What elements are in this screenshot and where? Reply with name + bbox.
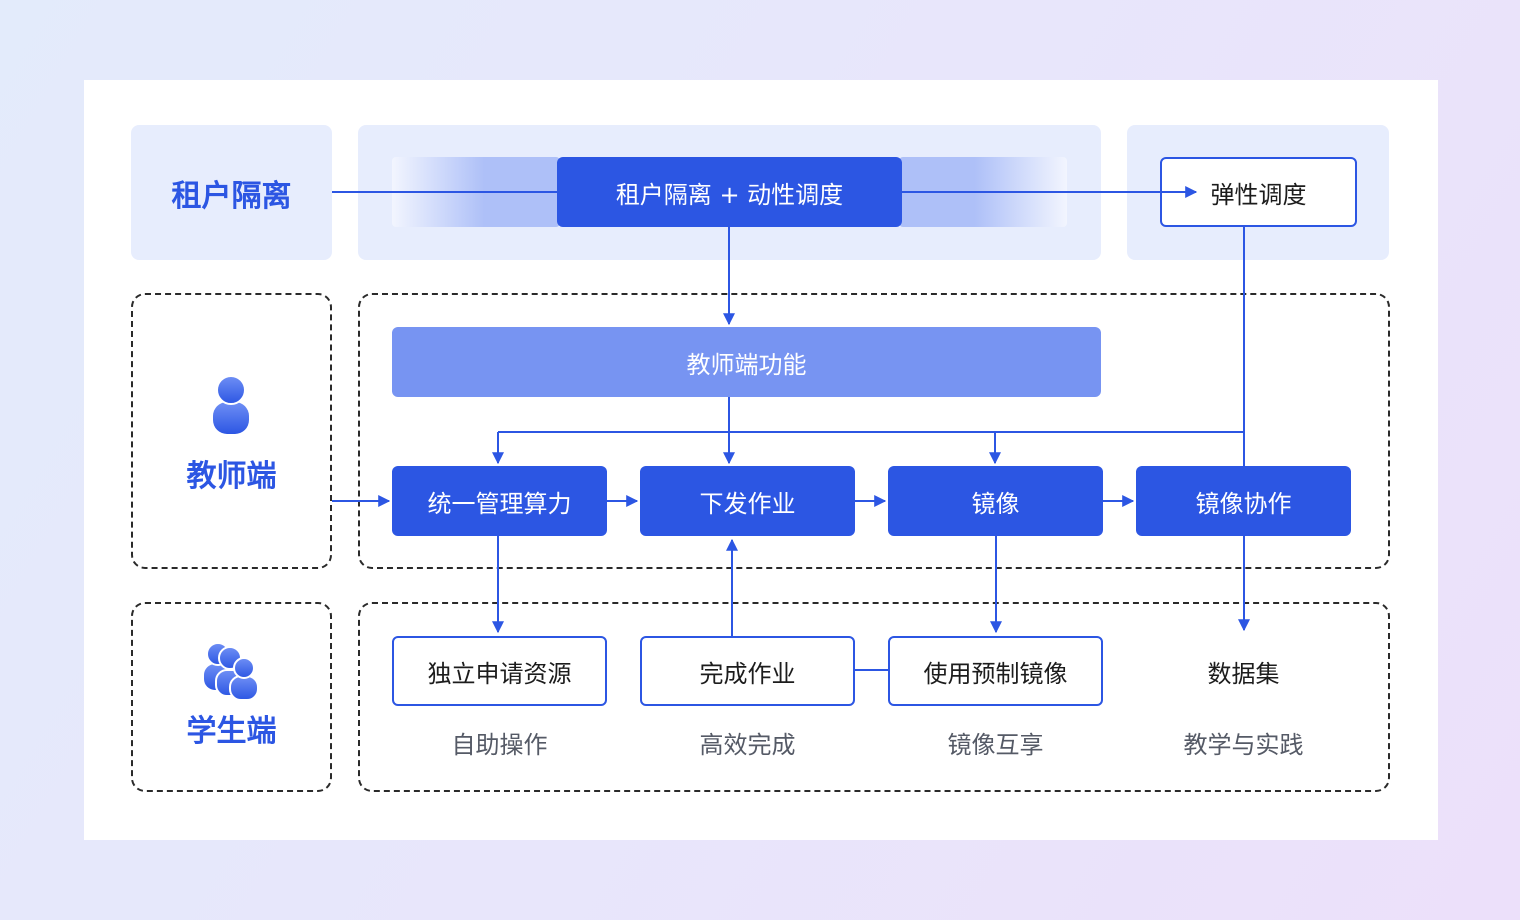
tenant-scheduling-node: 租户隔离 + 动性调度	[557, 157, 902, 227]
student-lane-header	[131, 602, 332, 792]
caption-teaching-practice: 教学与实践	[1183, 730, 1304, 759]
tenant-band-left	[392, 157, 560, 227]
teacher-node-compute: 统一管理算力	[392, 466, 607, 536]
user-icon	[213, 375, 249, 434]
teacher-lane-header	[131, 293, 332, 569]
teacher-node-image: 镜像	[888, 466, 1103, 536]
student-lane-title: 学生端	[186, 714, 277, 749]
tenant-lane-header	[131, 125, 332, 260]
student-panel	[358, 602, 1390, 792]
elastic-scheduling-node: 弹性调度	[1160, 157, 1357, 227]
student-node-dataset: 数据集	[1207, 659, 1280, 688]
teacher-panel	[358, 293, 1390, 569]
teacher-node-assign-work: 下发作业	[640, 466, 855, 536]
student-node-preset-image: 使用预制镜像	[888, 636, 1103, 706]
caption-self-service: 自助操作	[451, 730, 548, 759]
tenant-band-right	[899, 157, 1067, 227]
caption-efficient: 高效完成	[699, 730, 796, 759]
student-node-request-resources: 独立申请资源	[392, 636, 607, 706]
tenant-lane-title: 租户隔离	[171, 178, 292, 214]
caption-image-sharing: 镜像互享	[947, 730, 1044, 759]
student-node-complete-work: 完成作业	[640, 636, 855, 706]
teacher-node-image-collab: 镜像协作	[1136, 466, 1351, 536]
teacher-lane-title: 教师端	[186, 459, 277, 494]
user-group-icon	[204, 642, 259, 701]
teacher-feature-bar: 教师端功能	[392, 327, 1101, 397]
